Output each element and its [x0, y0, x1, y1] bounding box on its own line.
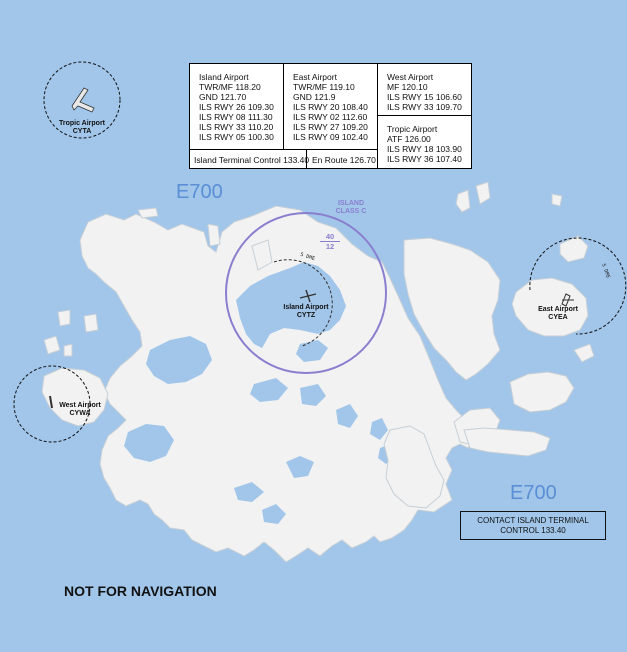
not-for-navigation-label: NOT FOR NAVIGATION: [64, 583, 217, 599]
freq-line: Tropic Airport: [387, 124, 438, 134]
islet: [137, 207, 159, 219]
west-airport-boundary: [13, 365, 91, 443]
airport-code: CYTA: [72, 128, 92, 135]
airport-name: Tropic Airport: [58, 120, 106, 127]
islet: [475, 181, 491, 205]
contact-line: CONTROL 133.40: [500, 526, 566, 535]
airport-name: Island Airport: [283, 304, 329, 311]
e700-label-south: E700: [510, 482, 557, 504]
west-runway: [49, 395, 53, 409]
east-airport-label: East Airport CYEA: [528, 306, 588, 322]
inner-bay: [336, 404, 358, 428]
inner-bay: [236, 262, 346, 348]
frequency-divider: [306, 149, 307, 168]
east-runway: [561, 293, 574, 307]
freq-line: ILS RWY 20 108.40: [293, 102, 368, 112]
inner-bay: [286, 456, 314, 478]
en-route-frequency: En Route 126.70: [307, 152, 377, 165]
east-airport-island: [511, 277, 589, 337]
east-islet: [559, 235, 589, 263]
island-airport-label: Island Airport CYTZ: [276, 304, 336, 320]
airport-code: CYWA: [69, 410, 91, 417]
frequency-divider: [377, 64, 378, 168]
east-islet: [573, 343, 595, 363]
tropic-runway: [71, 87, 95, 113]
inner-bay: [146, 336, 212, 384]
inner-bay: [124, 424, 174, 462]
west-airport-frequencies: West Airport MF 120.10 ILS RWY 15 106.60…: [378, 69, 471, 112]
frequency-divider: [377, 115, 471, 116]
inner-bay: [250, 378, 288, 402]
contact-line: CONTACT ISLAND TERMINAL: [477, 516, 589, 525]
southeast-island: [383, 425, 445, 509]
southeast-island: [463, 427, 551, 457]
tropic-airport-boundary: [43, 61, 121, 139]
airport-code: CYEA: [548, 314, 568, 321]
inner-bay: [300, 384, 326, 406]
islet: [57, 309, 71, 327]
islet: [455, 189, 471, 213]
class-c-altitudes: 40 12: [320, 232, 340, 251]
frequency-divider: [283, 64, 284, 149]
e700-label-north: E700: [176, 181, 223, 203]
airport-name: West Airport: [59, 402, 101, 409]
freq-line: Island Terminal Control 133.40: [194, 155, 310, 165]
freq-line: ILS RWY 05 100.30: [199, 132, 274, 142]
freq-line: GND 121.70: [199, 92, 247, 102]
freq-line: ILS RWY 26 109.30: [199, 102, 274, 112]
class-c-floor: 12: [325, 242, 335, 251]
terminal-control-frequency: Island Terminal Control 133.40: [190, 152, 310, 165]
freq-line: TWR/MF 118.20: [199, 82, 261, 92]
freq-line: TWR/MF 119.10: [293, 82, 355, 92]
freq-line: ILS RWY 33 110.20: [199, 122, 274, 132]
freq-line: ILS RWY 15 106.60: [387, 92, 462, 102]
islet: [43, 335, 61, 355]
tropic-airport-frequencies: Tropic Airport ATF 126.00 ILS RWY 18 103…: [378, 121, 471, 164]
east-airport-dme-arc: [529, 237, 627, 335]
freq-line: ILS RWY 02 112.60: [293, 112, 368, 122]
freq-line: ILS RWY 08 111.30: [199, 112, 273, 122]
island-runway: [299, 289, 317, 303]
east-islet: [509, 371, 575, 413]
freq-line: Island Airport: [199, 72, 249, 82]
frequency-divider: [190, 149, 377, 150]
airport-code: CYTZ: [296, 312, 316, 319]
inner-bay: [262, 504, 286, 524]
island-airport-frequencies: Island Airport TWR/MF 118.20 GND 121.70 …: [190, 69, 283, 142]
tropic-airport-label: Tropic Airport CYTA: [52, 120, 112, 136]
freq-line: East Airport: [293, 72, 337, 82]
contact-terminal-box: CONTACT ISLAND TERMINAL CONTROL 133.40: [460, 511, 606, 540]
freq-line: West Airport: [387, 72, 434, 82]
west-airport-label: West Airport CYWA: [50, 402, 110, 418]
east-island: [403, 237, 501, 381]
freq-line: ILS RWY 09 102.40: [293, 132, 368, 142]
class-c-ceiling: 40: [320, 232, 340, 242]
class-c-label: ISLAND CLASS C: [326, 200, 376, 216]
west-airport-island: [41, 367, 109, 427]
islet: [207, 223, 221, 247]
islet: [83, 313, 99, 333]
freq-line: En Route 126.70: [312, 155, 376, 165]
class-c-type: CLASS C: [335, 208, 367, 215]
frequency-table: Island Airport TWR/MF 118.20 GND 121.70 …: [189, 63, 472, 169]
islet: [551, 193, 563, 207]
freq-line: ILS RWY 36 107.40: [387, 154, 462, 164]
freq-line: ILS RWY 27 109.20: [293, 122, 368, 132]
inner-bay: [370, 418, 388, 440]
east-airport-frequencies: East Airport TWR/MF 119.10 GND 121.9 ILS…: [284, 69, 377, 142]
island-class-c-ring: [225, 212, 387, 374]
islet: [251, 239, 273, 271]
class-c-name: ISLAND: [337, 200, 365, 207]
freq-line: ILS RWY 33 109.70: [387, 102, 462, 112]
freq-line: MF 120.10: [387, 82, 428, 92]
freq-line: ATF 126.00: [387, 134, 431, 144]
inner-bay: [234, 482, 264, 502]
freq-line: GND 121.9: [293, 92, 336, 102]
freq-line: ILS RWY 18 103.90: [387, 144, 462, 154]
airport-name: East Airport: [538, 306, 578, 313]
islet: [63, 343, 73, 357]
